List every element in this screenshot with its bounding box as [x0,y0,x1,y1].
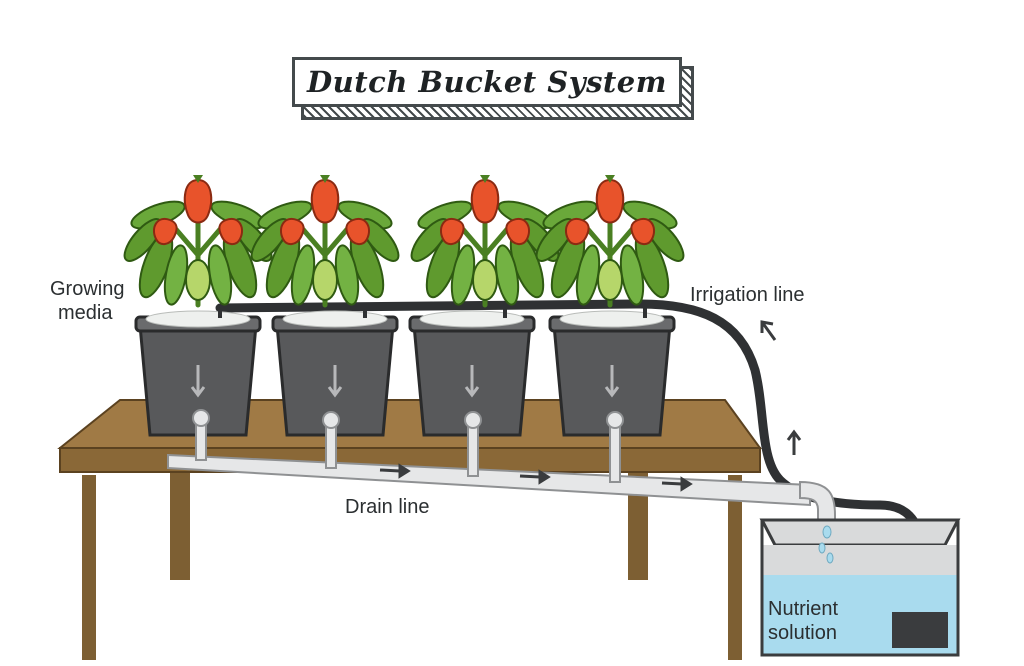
water-drops [818,525,834,564]
table-leg [728,475,742,660]
label-irrigation-line: Irrigation line [690,284,805,306]
table-leg [82,475,96,660]
pump [892,612,948,648]
page-title: Dutch Bucket System [307,65,667,99]
label-growing-media: Growing media [50,277,124,325]
plant-4 [531,175,690,306]
label-growing-media-line2: media [58,302,113,324]
label-nutrient-line2: solution [768,622,837,644]
label-growing-media-line1: Growing [50,278,125,300]
plant-3 [406,175,565,306]
plant-2 [246,175,405,306]
label-nutrient-line1: Nutrient [768,598,839,620]
reservoir [759,518,961,657]
plant-1 [119,175,278,306]
label-drain-line: Drain line [345,496,430,518]
drain-flow-arrows [379,463,693,492]
table-leg [170,468,190,580]
drain-spouts [192,409,624,483]
table [57,399,762,660]
label-nutrient-solution: Nutrient solution [768,597,838,645]
drip-emitters [218,304,647,318]
title-box: Dutch Bucket System [292,57,682,107]
irrigation-line [215,299,925,605]
